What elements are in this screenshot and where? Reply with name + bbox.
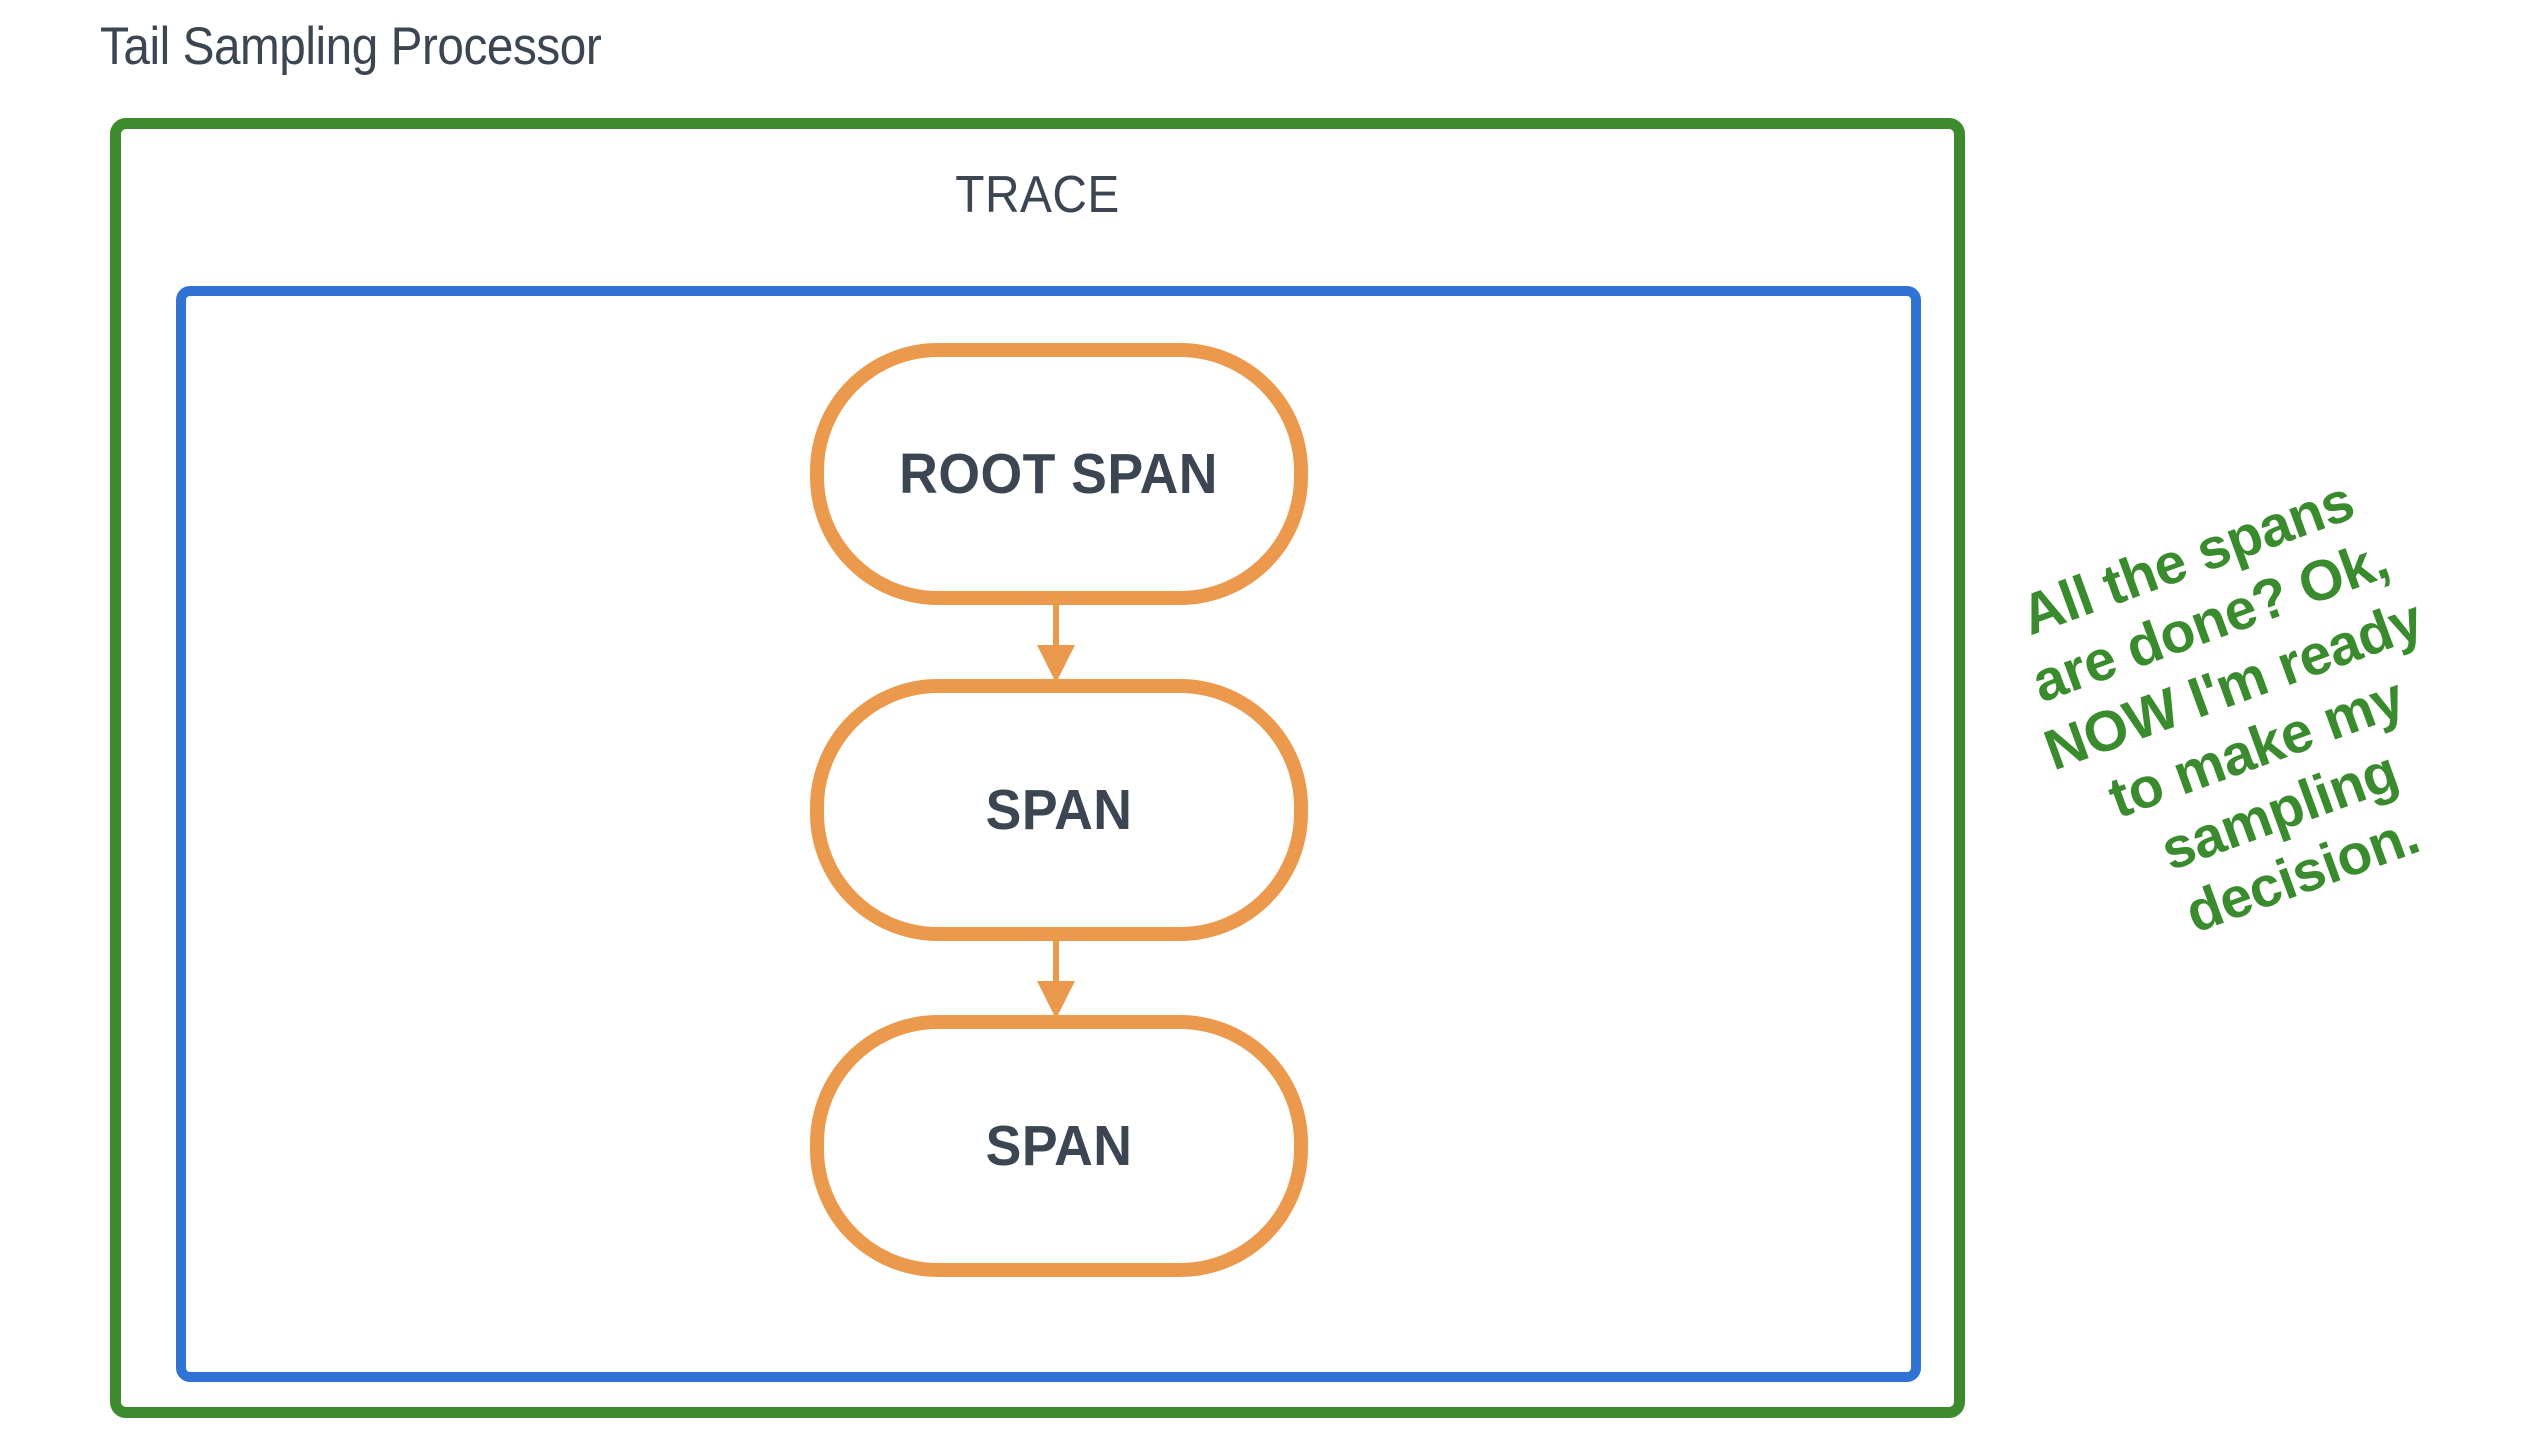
arrow-stem — [1053, 605, 1059, 649]
page-title: Tail Sampling Processor — [100, 17, 602, 76]
arrow-span-2-to-span-3 — [1037, 941, 1075, 1019]
arrow-head-down-icon — [1037, 981, 1075, 1019]
trace-container: ROOT SPAN SPAN SPAN — [176, 286, 1921, 1382]
arrow-stem — [1053, 941, 1059, 985]
annotation-note: All the spans are done? Ok, NOW I'm read… — [1955, 447, 2535, 987]
span-node-root-span[interactable]: ROOT SPAN — [810, 343, 1308, 605]
span-node-span-2[interactable]: SPAN — [810, 679, 1308, 941]
arrow-root-span-to-span-2 — [1037, 605, 1075, 683]
span-node-label: SPAN — [985, 778, 1133, 842]
trace-label: TRACE — [955, 166, 1120, 224]
span-node-label: SPAN — [985, 1114, 1133, 1178]
arrow-head-down-icon — [1037, 645, 1075, 683]
span-node-label: ROOT SPAN — [899, 442, 1219, 506]
tail-sampling-processor-container: TRACE ROOT SPAN SPAN SPAN — [110, 118, 1965, 1418]
span-node-span-3[interactable]: SPAN — [810, 1015, 1308, 1277]
